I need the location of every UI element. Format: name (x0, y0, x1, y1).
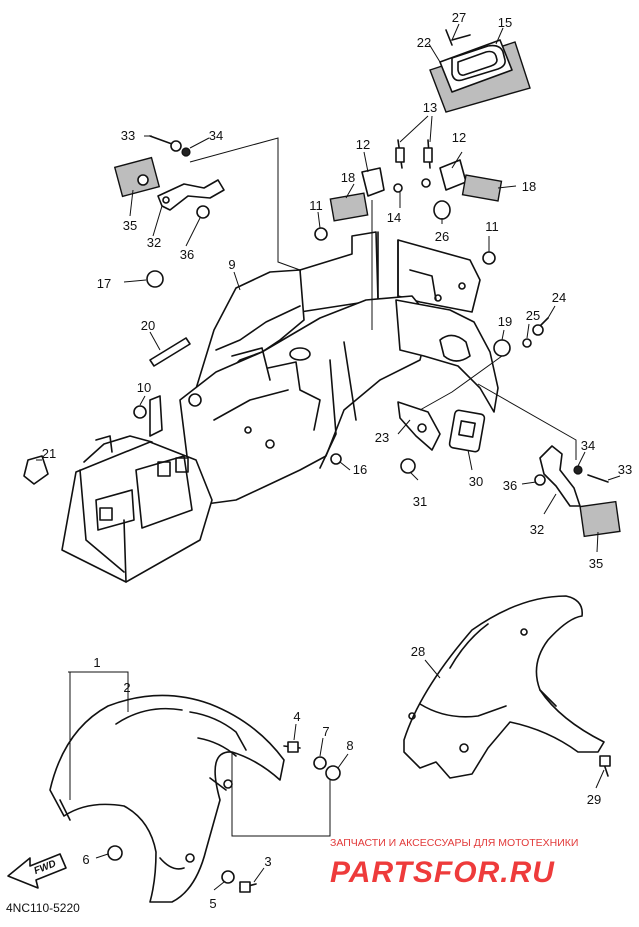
callout-25: 25 (526, 308, 540, 323)
callout-33-right: 33 (618, 462, 632, 477)
callout-35-left: 35 (123, 218, 137, 233)
taillight-bracket-right (534, 445, 621, 538)
callout-17: 17 (97, 276, 111, 291)
callout-32-left: 32 (147, 235, 161, 250)
callouts: 27 15 22 13 33 34 12 12 18 18 11 14 35 2… (42, 10, 632, 911)
callout-19: 19 (498, 314, 512, 329)
callout-15: 15 (498, 15, 512, 30)
leader-lines (36, 23, 621, 891)
callout-5: 5 (209, 896, 216, 911)
callout-32-right: 32 (530, 522, 544, 537)
callout-22: 22 (417, 35, 431, 50)
callout-29: 29 (587, 792, 601, 807)
callout-36-right: 36 (503, 478, 517, 493)
callout-30: 30 (469, 474, 483, 489)
fwd-arrow-icon: FWD (7, 853, 67, 889)
callout-35-right: 35 (589, 556, 603, 571)
diagram-code: 4NC110-5220 (6, 901, 80, 915)
callout-27: 27 (452, 10, 466, 25)
callout-2: 2 (123, 680, 130, 695)
rear-hugger (403, 595, 605, 779)
callout-33-left: 33 (121, 128, 135, 143)
callout-31: 31 (413, 494, 427, 509)
callout-3: 3 (264, 854, 271, 869)
callout-6: 6 (82, 852, 89, 867)
callout-13: 13 (423, 100, 437, 115)
callout-10: 10 (137, 380, 151, 395)
callout-18-left: 18 (341, 170, 355, 185)
callout-18-right: 18 (522, 179, 536, 194)
callout-9: 9 (228, 257, 235, 272)
top-middle-fittings (314, 139, 503, 265)
callout-20: 20 (141, 318, 155, 333)
callout-12-right: 12 (452, 130, 466, 145)
callout-28: 28 (411, 644, 425, 659)
watermark: ЗАПЧАСТИ И АКСЕССУАРЫ ДЛЯ МОТОТЕХНИКИ PA… (330, 837, 578, 889)
watermark-tagline: ЗАПЧАСТИ И АКСЕССУАРЫ ДЛЯ МОТОТЕХНИКИ (330, 837, 578, 849)
callout-34-left: 34 (209, 128, 223, 143)
front-fender (49, 694, 285, 903)
callout-26: 26 (435, 229, 449, 244)
callout-36-left: 36 (180, 247, 194, 262)
callout-21: 21 (42, 446, 56, 461)
callout-14: 14 (387, 210, 401, 225)
callout-23: 23 (375, 430, 389, 445)
small-parts (23, 270, 549, 485)
rear-inner-fender (179, 231, 499, 505)
watermark-brand: PARTSFOR.RU (330, 856, 555, 889)
front-fender-fasteners (107, 741, 341, 893)
seat-pad-assembly (429, 29, 531, 113)
callout-1: 1 (93, 655, 100, 670)
rear-mudguard-box (61, 393, 213, 583)
callout-12-left: 12 (356, 137, 370, 152)
callout-11-right: 11 (485, 219, 499, 234)
callout-7: 7 (322, 724, 329, 739)
callout-11-left: 11 (309, 198, 323, 213)
callout-4: 4 (293, 709, 300, 724)
rear-hugger-bolt (599, 755, 611, 777)
callout-8: 8 (346, 738, 353, 753)
callout-16: 16 (353, 462, 367, 477)
callout-34-right: 34 (581, 438, 595, 453)
taillight-bracket-left (113, 135, 225, 219)
callout-24: 24 (552, 290, 566, 305)
